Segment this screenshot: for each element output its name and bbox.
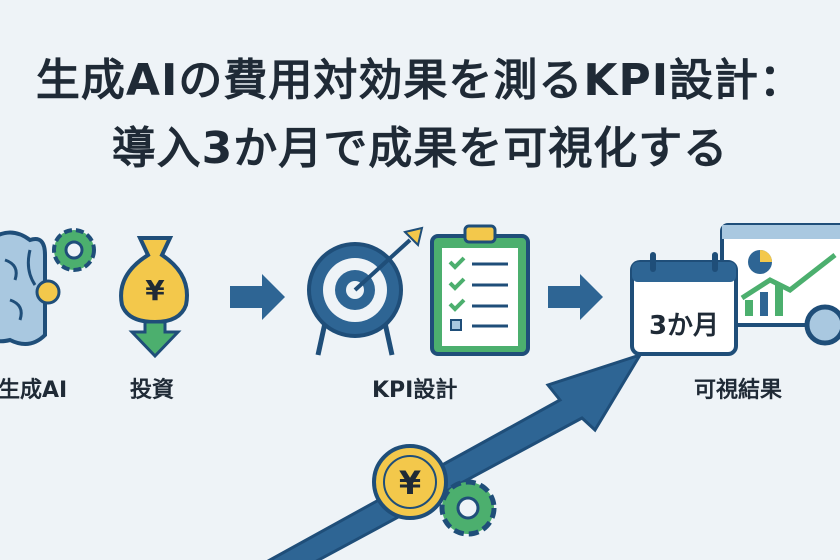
yen-symbol: ¥ (145, 274, 165, 307)
step-label-results: 可視結果 (694, 378, 783, 403)
growth-arrow-icon (266, 352, 644, 560)
gear-icon (35, 228, 96, 305)
page-title-line2: 導入3か月で成果を可視化する (111, 123, 729, 174)
step-label-investment: 投資 (130, 378, 175, 403)
step-label-ai: 生成AI (0, 378, 68, 403)
money-bag-icon: ¥ (119, 236, 189, 359)
coin-icon: ¥ (372, 444, 448, 520)
svg-text:¥: ¥ (399, 464, 421, 502)
brain-icon (0, 230, 47, 346)
step-label-kpi: KPI設計 (372, 378, 458, 403)
arrow-icon (230, 274, 285, 320)
page-title-line1: 生成AIの費用対効果を測るKPI設計： (35, 55, 805, 106)
checklist-icon (430, 224, 530, 356)
calendar-text: 3か月 (649, 311, 719, 341)
arrow-icon (548, 274, 603, 320)
gear-icon (439, 479, 497, 537)
target-icon (307, 226, 424, 356)
dashboard-icon (720, 223, 840, 346)
calendar-icon: 3か月 (630, 252, 738, 356)
